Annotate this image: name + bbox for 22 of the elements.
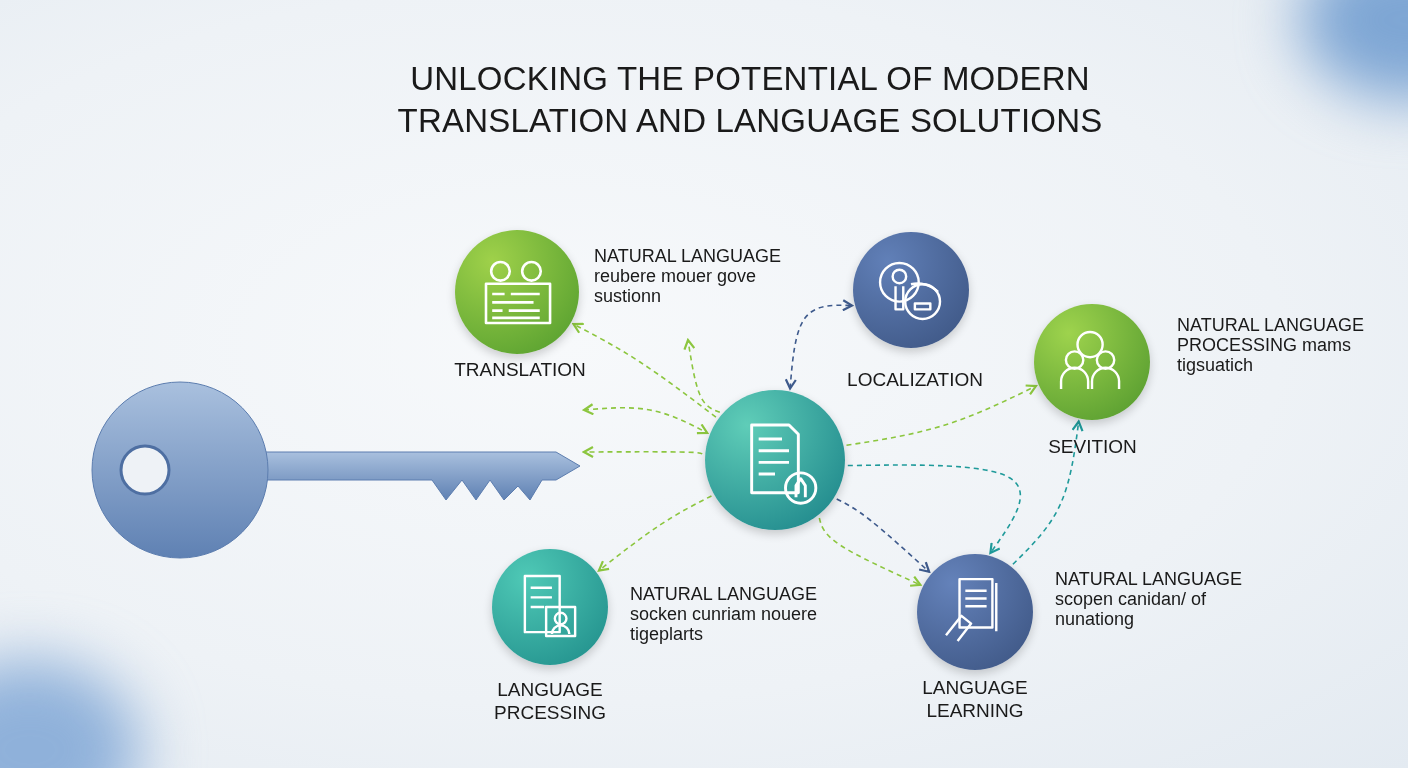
node-title: LANGUAGE LEARNING — [921, 676, 1029, 722]
node-title: LOCALIZATION — [846, 368, 984, 391]
description-text: NATURAL LANGUAGE PROCESSING mams tigsuatich — [1177, 315, 1366, 375]
description-text: NATURAL LANGUAGE scopen canidan/ of nunationg — [1055, 569, 1244, 629]
dashed-arrow — [582, 445, 704, 459]
dashed-arrow — [597, 495, 713, 572]
description-text: NATURAL LANGUAGE reubere mouer gove sustionn — [594, 246, 783, 306]
node-title: SEVITION — [1047, 435, 1138, 458]
key-drawing — [91, 381, 581, 559]
dashed-arrow — [683, 338, 721, 413]
description-text: NATURAL LANGUAGE socken cunriam nouere tigeplarts — [630, 584, 819, 644]
dashed-arrow — [572, 322, 717, 418]
dashed-arrow — [845, 384, 1038, 447]
node-title: TRANSLATION — [453, 358, 587, 381]
title: UNLOCKING THE POTENTIAL OF MODERN TRANSLATION AND LANGUAGE SOLUTIONS — [396, 59, 1104, 141]
dashed-arrow — [1012, 420, 1084, 566]
dashed-arrow — [784, 299, 854, 390]
dashed-arrow — [835, 498, 931, 573]
dashed-arrow — [818, 517, 922, 587]
node-title: LANGUAGE PRCESSING — [493, 678, 607, 724]
dashed-arrow — [582, 403, 709, 435]
dashed-arrow — [847, 464, 1022, 555]
